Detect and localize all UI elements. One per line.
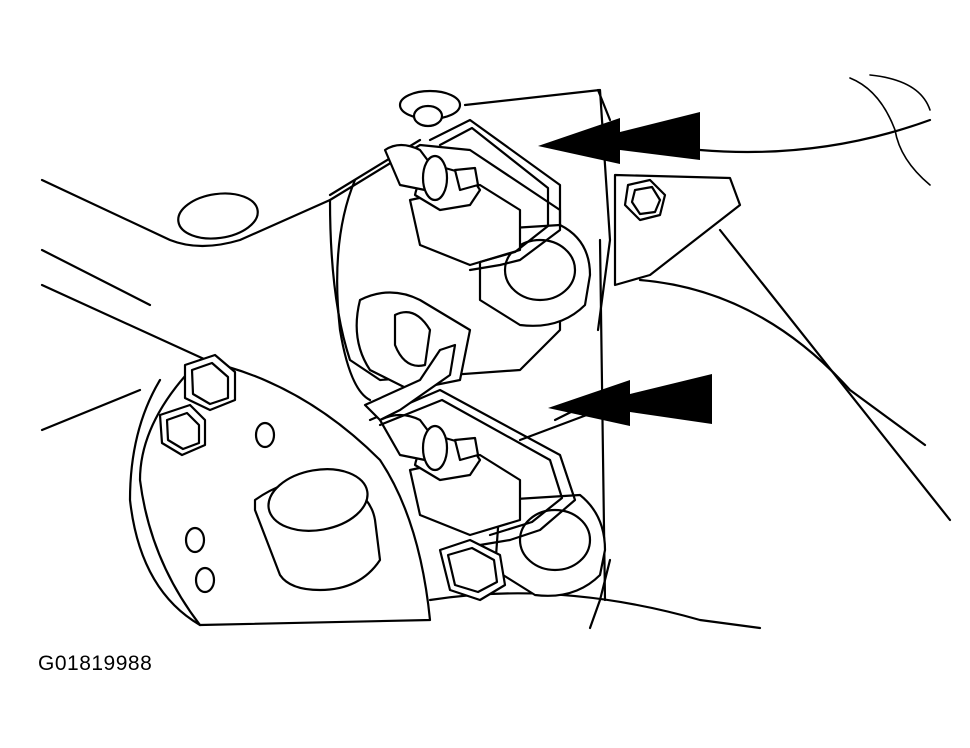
arrow-lower xyxy=(548,374,712,426)
side-bracket xyxy=(613,173,742,287)
arrow-upper xyxy=(538,112,700,164)
flange-plate xyxy=(128,353,432,627)
oval-hole xyxy=(177,192,259,240)
lower-connector xyxy=(363,343,607,597)
upper-connector xyxy=(383,118,592,327)
bottom-bolt xyxy=(438,538,507,602)
frame-lines xyxy=(40,74,952,630)
top-stud xyxy=(398,89,462,128)
figure-id: G01819988 xyxy=(38,652,153,675)
